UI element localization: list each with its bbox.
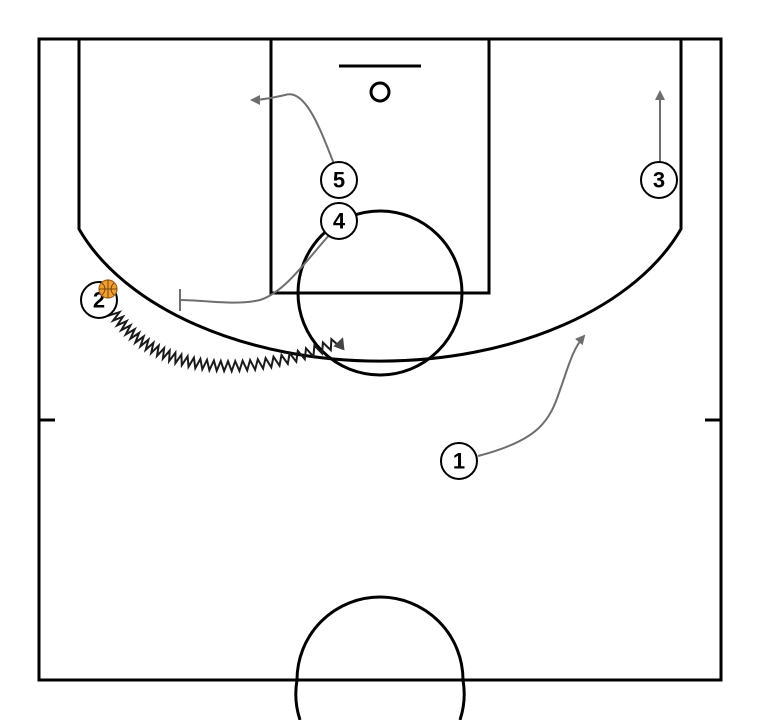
center-circle-lower-right [458, 679, 466, 720]
player-5-label: 5 [333, 168, 345, 193]
player-3-label: 3 [653, 168, 665, 193]
player-1-label: 1 [453, 449, 465, 474]
rim [369, 81, 391, 103]
player-3[interactable]: 3 [640, 161, 678, 199]
center-circle [295, 595, 465, 681]
player-1[interactable]: 1 [440, 442, 478, 480]
cut-path-1 [477, 334, 586, 457]
key-lane [269, 37, 491, 295]
player-4[interactable]: 4 [320, 202, 358, 240]
screen-path-4 [179, 232, 332, 304]
player-5[interactable]: 5 [320, 161, 358, 199]
basketball-icon [98, 279, 118, 299]
three-point-line [77, 39, 683, 363]
free-throw-circle [296, 209, 464, 377]
dribble-path-2 [107, 309, 345, 375]
court-boundary [37, 37, 723, 682]
player-4-label: 4 [333, 209, 346, 234]
cut-path-5 [250, 93, 335, 165]
center-circle-lower [294, 679, 302, 720]
